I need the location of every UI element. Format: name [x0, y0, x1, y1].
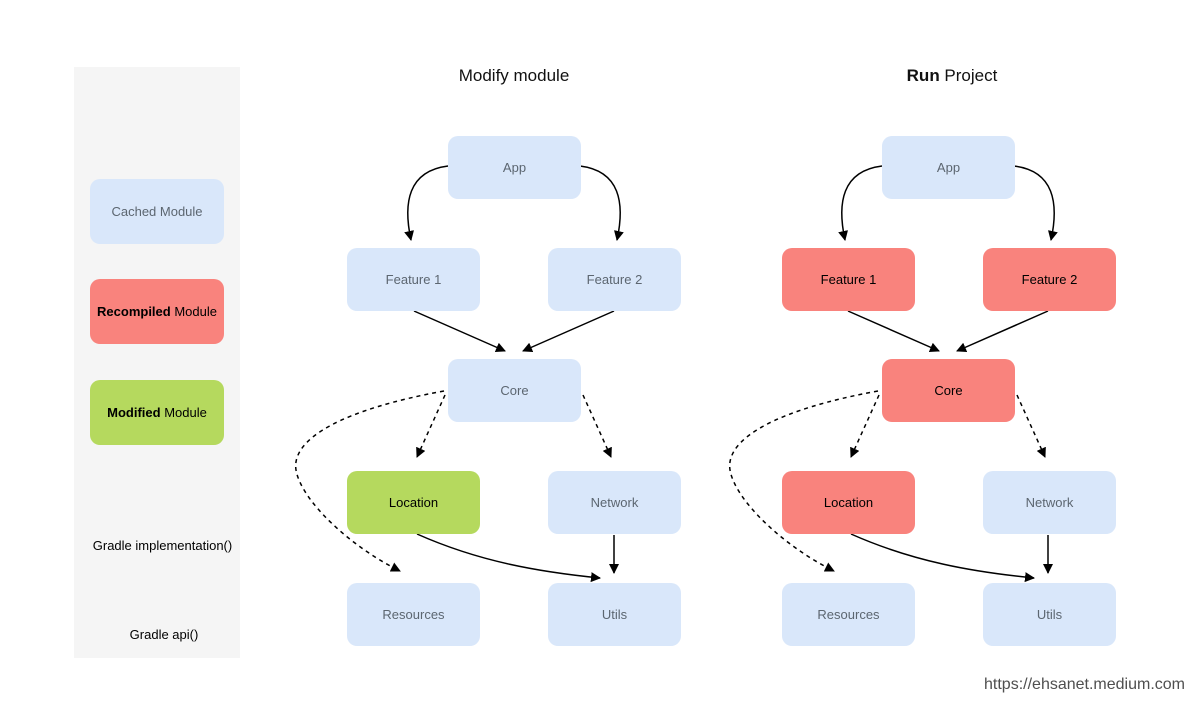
arrow-location-utils — [416, 533, 601, 583]
node-utils-right: Utils — [983, 583, 1116, 646]
arrow-feature1-core — [413, 310, 506, 352]
node-feature1-left: Feature 1 — [347, 248, 480, 311]
legend-api-label: Gradle api() — [129, 627, 199, 642]
node-feature2-left: Feature 2 — [548, 248, 681, 311]
legend-cached-label: Cached Module — [111, 204, 203, 219]
diagram-title-modify-module: Modify module — [458, 66, 570, 85]
diagram-title-run-project: Run Project — [906, 66, 998, 85]
node-resources-left: Resources — [347, 583, 480, 646]
node-feature1-right: Feature 1 — [782, 248, 915, 311]
source-url: https://ehsanet.medium.com — [984, 676, 1185, 693]
node-core-right: Core — [882, 359, 1015, 422]
node-app-right: App — [882, 136, 1015, 199]
legend-modified-label: Modified Module — [107, 405, 207, 420]
node-label: Feature 2 — [586, 272, 643, 287]
node-network-right: Network — [983, 471, 1116, 534]
node-label: Location — [388, 495, 439, 510]
arrow-app-feature2 — [579, 165, 624, 241]
node-location-left: Location — [347, 471, 480, 534]
arrow-feature2-core — [522, 310, 615, 352]
node-core-left: Core — [448, 359, 581, 422]
arrow-core-network-api — [582, 394, 612, 458]
node-label: App — [502, 160, 527, 175]
node-label: Network — [590, 495, 639, 510]
node-label: Resources — [817, 607, 880, 622]
legend-recompiled-label: Recompiled Module — [97, 304, 217, 319]
node-label: App — [936, 160, 961, 175]
node-label: Network — [1025, 495, 1074, 510]
arrow-core-location-api — [416, 394, 446, 458]
legend-panel: Cached Module Recompiled Module Modified… — [74, 67, 240, 658]
node-label: Core — [934, 383, 963, 398]
legend-modified-module: Modified Module — [90, 380, 224, 445]
node-label: Feature 1 — [385, 272, 442, 287]
node-label: Utils — [601, 607, 628, 622]
node-resources-right: Resources — [782, 583, 915, 646]
node-utils-left: Utils — [548, 583, 681, 646]
legend-implementation-label: Gradle implementation() — [92, 538, 233, 553]
node-location-right: Location — [782, 471, 915, 534]
node-network-left: Network — [548, 471, 681, 534]
arrow-app-feature1 — [404, 165, 449, 241]
node-label: Location — [823, 495, 874, 510]
legend-cached-module: Cached Module — [90, 179, 224, 244]
legend-recompiled-module: Recompiled Module — [90, 279, 224, 344]
node-app-left: App — [448, 136, 581, 199]
node-label: Utils — [1036, 607, 1063, 622]
node-label: Feature 1 — [820, 272, 877, 287]
node-feature2-right: Feature 2 — [983, 248, 1116, 311]
node-label: Feature 2 — [1021, 272, 1078, 287]
node-label: Resources — [382, 607, 445, 622]
node-label: Core — [500, 383, 529, 398]
